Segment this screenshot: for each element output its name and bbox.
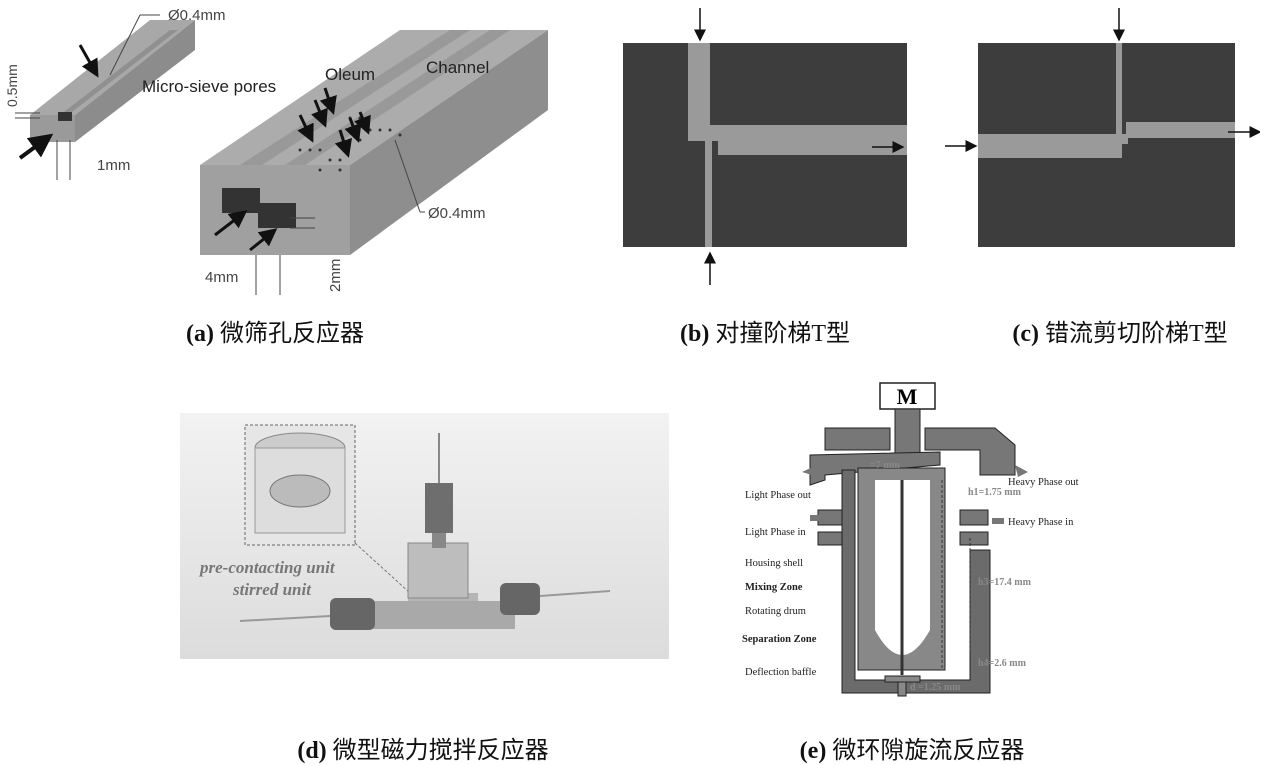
caption-d-label: (d) <box>297 738 327 764</box>
label-h3: h3=17.4 mm <box>978 577 1032 588</box>
label-width-7mm: =7 mm <box>870 460 901 471</box>
label-micro-sieve-pores: Micro-sieve pores <box>142 77 276 96</box>
caption-e: (e) 微环隙旋流反应器 <box>800 730 1025 765</box>
caption-b: (b) 对撞阶梯T型 <box>680 313 850 348</box>
label-diameter-large: Ø0.4mm <box>428 205 486 222</box>
caption-d-text: 微型磁力搅拌反应器 <box>332 738 549 764</box>
caption-c-text: 错流剪切阶梯T型 <box>1044 321 1228 347</box>
label-heavy-phase-in: Heavy Phase in <box>1008 517 1074 528</box>
caption-a-text: 微筛孔反应器 <box>219 321 364 347</box>
label-light-phase-out: Light Phase out <box>745 490 811 501</box>
collision-step-t-diagram <box>623 8 907 285</box>
micro-annular-vortex-reactor-diagram: M Light Phase out Light Phase in Heavy P… <box>742 382 1079 697</box>
motor-label: M <box>897 384 918 409</box>
caption-c-label: (c) <box>1012 321 1039 347</box>
crossflow-shear-step-t-diagram <box>945 8 1260 247</box>
caption-a-label: (a) <box>186 321 214 347</box>
label-oleum: Oleum <box>325 65 375 84</box>
caption-b-label: (b) <box>679 321 710 347</box>
label-4mm: 4mm <box>205 269 238 286</box>
caption-d: (d) 微型磁力搅拌反应器 <box>297 730 548 765</box>
label-rotating-drum: Rotating drum <box>745 606 806 617</box>
label-0-5mm: 0.5mm <box>4 64 20 107</box>
caption-a: (a) 微筛孔反应器 <box>186 313 364 348</box>
label-housing-shell: Housing shell <box>745 558 803 569</box>
label-mixing-zone: Mixing Zone <box>745 582 803 593</box>
caption-b-text: 对撞阶梯T型 <box>715 321 851 347</box>
label-h1: h1=1.75 mm <box>968 487 1022 498</box>
label-h4: h4=2.6 mm <box>978 658 1027 669</box>
label-channel: Channel <box>426 58 489 77</box>
label-1mm: 1mm <box>97 157 130 174</box>
label-heavy-phase-out: Heavy Phase out <box>1008 477 1079 488</box>
label-deflection-baffle: Deflection baffle <box>745 667 817 678</box>
label-stirred-unit: stirred unit <box>232 580 312 599</box>
label-diameter-small: Ø0.4mm <box>168 7 226 24</box>
label-2mm: 2mm <box>327 259 344 292</box>
label-d: d =1.25 mm <box>910 682 961 693</box>
label-light-phase-in: Light Phase in <box>745 527 806 538</box>
micro-magnetic-stirred-reactor-image: pre-contacting unit stirred unit <box>180 413 669 659</box>
micro-sieve-reactor-diagram: Ø0.4mm 0.5mm 1mm Micro-sieve pores Oleum… <box>4 7 548 295</box>
caption-c: (c) 错流剪切阶梯T型 <box>1012 313 1227 348</box>
caption-e-text: 微环隙旋流反应器 <box>832 738 1025 764</box>
label-separation-zone: Separation Zone <box>742 634 817 645</box>
label-pre-contacting-unit: pre-contacting unit <box>198 558 336 577</box>
caption-e-label: (e) <box>799 738 827 764</box>
